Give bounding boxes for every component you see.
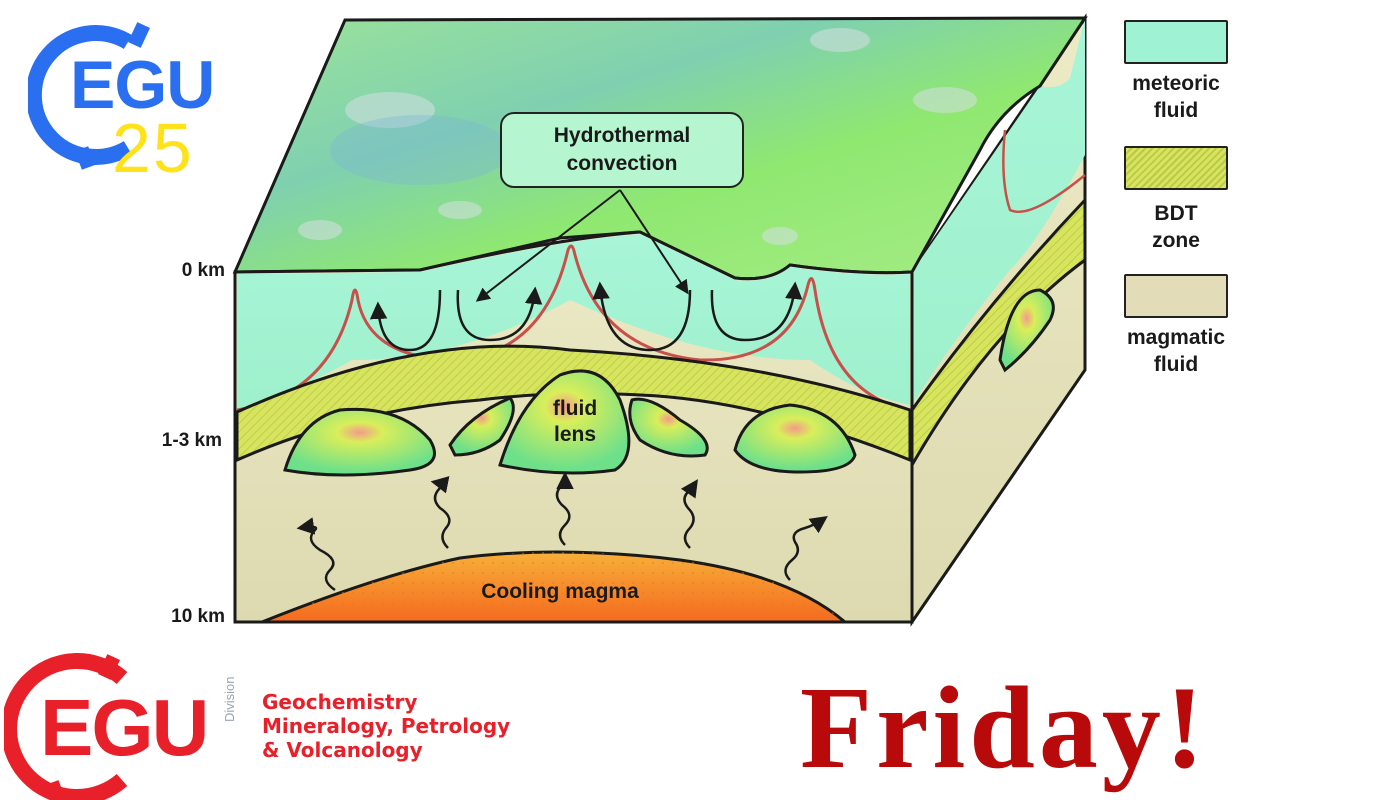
egu-division-ring-icon bbox=[4, 653, 128, 800]
egu-division-vertical-text: Division bbox=[222, 676, 237, 722]
egu25-brand-text: EGU bbox=[70, 47, 215, 123]
legend-meteoric-line2: fluid bbox=[1153, 99, 1199, 122]
legend-bdt-line1: BDT bbox=[1154, 202, 1198, 225]
depth-label-10km: 10 km bbox=[171, 606, 225, 627]
depth-label-1-3km: 1-3 km bbox=[161, 430, 222, 451]
legend-meteoric-line1: meteoric bbox=[1132, 72, 1220, 95]
depth-label-0km: 0 km bbox=[181, 260, 225, 281]
legend-swatch-meteoric bbox=[1124, 20, 1228, 64]
friday-title: Friday! bbox=[800, 662, 1209, 793]
egu-division-name: Geochemistry Mineralogy, Petrology & Vol… bbox=[262, 690, 510, 762]
division-name-line1: Geochemistry bbox=[262, 690, 418, 714]
callout-line1: Hydrothermal bbox=[553, 124, 691, 147]
division-name-line3: & Volcanology bbox=[262, 738, 423, 762]
legend-swatch-bdt bbox=[1124, 146, 1228, 190]
division-name-line2: Mineralogy, Petrology bbox=[262, 714, 511, 738]
fluid-lens-line1: fluid bbox=[552, 397, 598, 420]
fluid-lens-label: fluid lens bbox=[530, 396, 620, 448]
legend-magmatic-line1: magmatic bbox=[1126, 326, 1226, 349]
legend-bdt-line2: zone bbox=[1152, 229, 1200, 252]
callout-line2: convection bbox=[566, 152, 678, 175]
egu-ring-icon bbox=[28, 22, 150, 170]
legend-label-meteoric: meteoric fluid bbox=[1106, 70, 1246, 124]
hydrothermal-convection-callout: Hydrothermal convection bbox=[500, 112, 744, 188]
fluid-lens-line2: lens bbox=[553, 423, 597, 446]
legend-swatch-magmatic bbox=[1124, 274, 1228, 318]
legend-label-bdt: BDT zone bbox=[1106, 200, 1246, 254]
egu25-year-text: 25 bbox=[112, 109, 194, 187]
legend-label-magmatic: magmatic fluid bbox=[1106, 324, 1246, 378]
cooling-magma-label: Cooling magma bbox=[481, 580, 639, 603]
egu-division-brand-text: EGU bbox=[40, 683, 209, 772]
legend-magmatic-line2: fluid bbox=[1153, 353, 1199, 376]
